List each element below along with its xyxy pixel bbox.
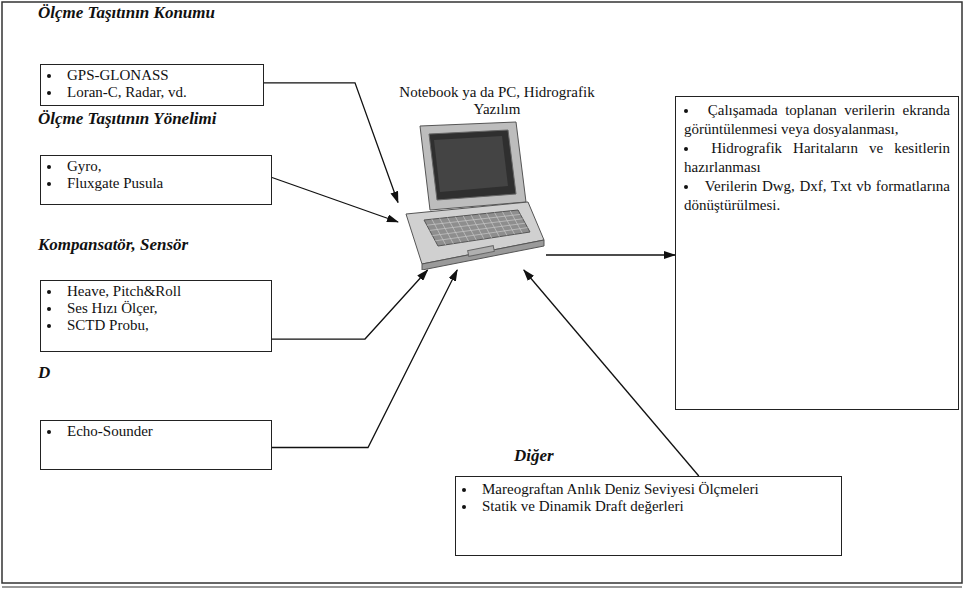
arrow-connector xyxy=(524,270,699,476)
bullet-item: Echo-Sounder xyxy=(47,423,265,440)
arrow-connector xyxy=(272,178,398,223)
arrow-connector xyxy=(546,254,675,255)
frame-border xyxy=(2,2,962,583)
bullet-item: GPS-GLONASS xyxy=(47,67,257,84)
text-box: Ölçme Taşıtının YönelimiGyro,Fluxgate Pu… xyxy=(40,155,272,205)
text-box: DiğerMareograftan Anlık Deniz Seviyesi Ö… xyxy=(455,476,842,556)
section-heading: Ölçme Taşıtının Konumu xyxy=(38,3,215,23)
bullet-item: Fluxgate Pusula xyxy=(47,175,265,192)
section-heading: Diğer xyxy=(514,446,554,466)
section-heading: D xyxy=(38,363,50,383)
arrow-connector xyxy=(272,270,457,448)
bullet-list: Gyro,Fluxgate Pusula xyxy=(41,156,271,194)
bullet-item: Verilerin Dwg, Dxf, Txt vb formatlarına … xyxy=(684,177,950,215)
arrow-connector xyxy=(272,270,428,339)
bullet-list: Heave, Pitch&RollSes Hızı Ölçer,SCTD Pro… xyxy=(41,281,271,336)
bullet-item: Loran-C, Radar, vd. xyxy=(47,84,257,101)
bullet-item: Çalışamada toplanan verilerin ekranda gö… xyxy=(684,101,950,139)
computer-node: Notebook ya da PC, Hidrografik Yazılım xyxy=(398,120,546,270)
text-box: Kompansatör, SensörHeave, Pitch&RollSes … xyxy=(40,280,272,352)
bullet-item: Ses Hızı Ölçer, xyxy=(47,300,265,317)
section-heading: Ölçme Taşıtının Yönelimi xyxy=(38,109,217,129)
bullet-list: GPS-GLONASSLoran-C, Radar, vd. xyxy=(41,65,263,103)
bullet-item: Gyro, xyxy=(47,158,265,175)
text-box: Çalışamada toplanan verilerin ekranda gö… xyxy=(675,96,959,410)
text-box: Ölçme Taşıtının KonumuGPS-GLONASSLoran-C… xyxy=(40,64,264,106)
bullet-item: Hidrografik Haritaların ve kesitlerin ha… xyxy=(684,139,950,177)
bullet-list: Çalışamada toplanan verilerin ekranda gö… xyxy=(676,97,958,219)
frame-double-line xyxy=(2,586,962,587)
device-label: Notebook ya da PC, Hidrografik Yazılım xyxy=(397,84,597,118)
bullet-item: Heave, Pitch&Roll xyxy=(47,283,265,300)
section-heading: Kompansatör, Sensör xyxy=(38,235,188,255)
bullet-item: Mareograftan Anlık Deniz Seviyesi Ölçmel… xyxy=(462,481,833,498)
bullet-item: SCTD Probu, xyxy=(47,317,265,334)
bullet-item: Statik ve Dinamik Draft değerleri xyxy=(462,498,833,515)
text-box: DEcho-Sounder xyxy=(40,420,272,470)
bullet-list: Echo-Sounder xyxy=(41,421,271,442)
laptop-illustration xyxy=(398,120,546,270)
bullet-list: Mareograftan Anlık Deniz Seviyesi Ölçmel… xyxy=(456,477,841,519)
arrow-connector xyxy=(264,83,398,203)
